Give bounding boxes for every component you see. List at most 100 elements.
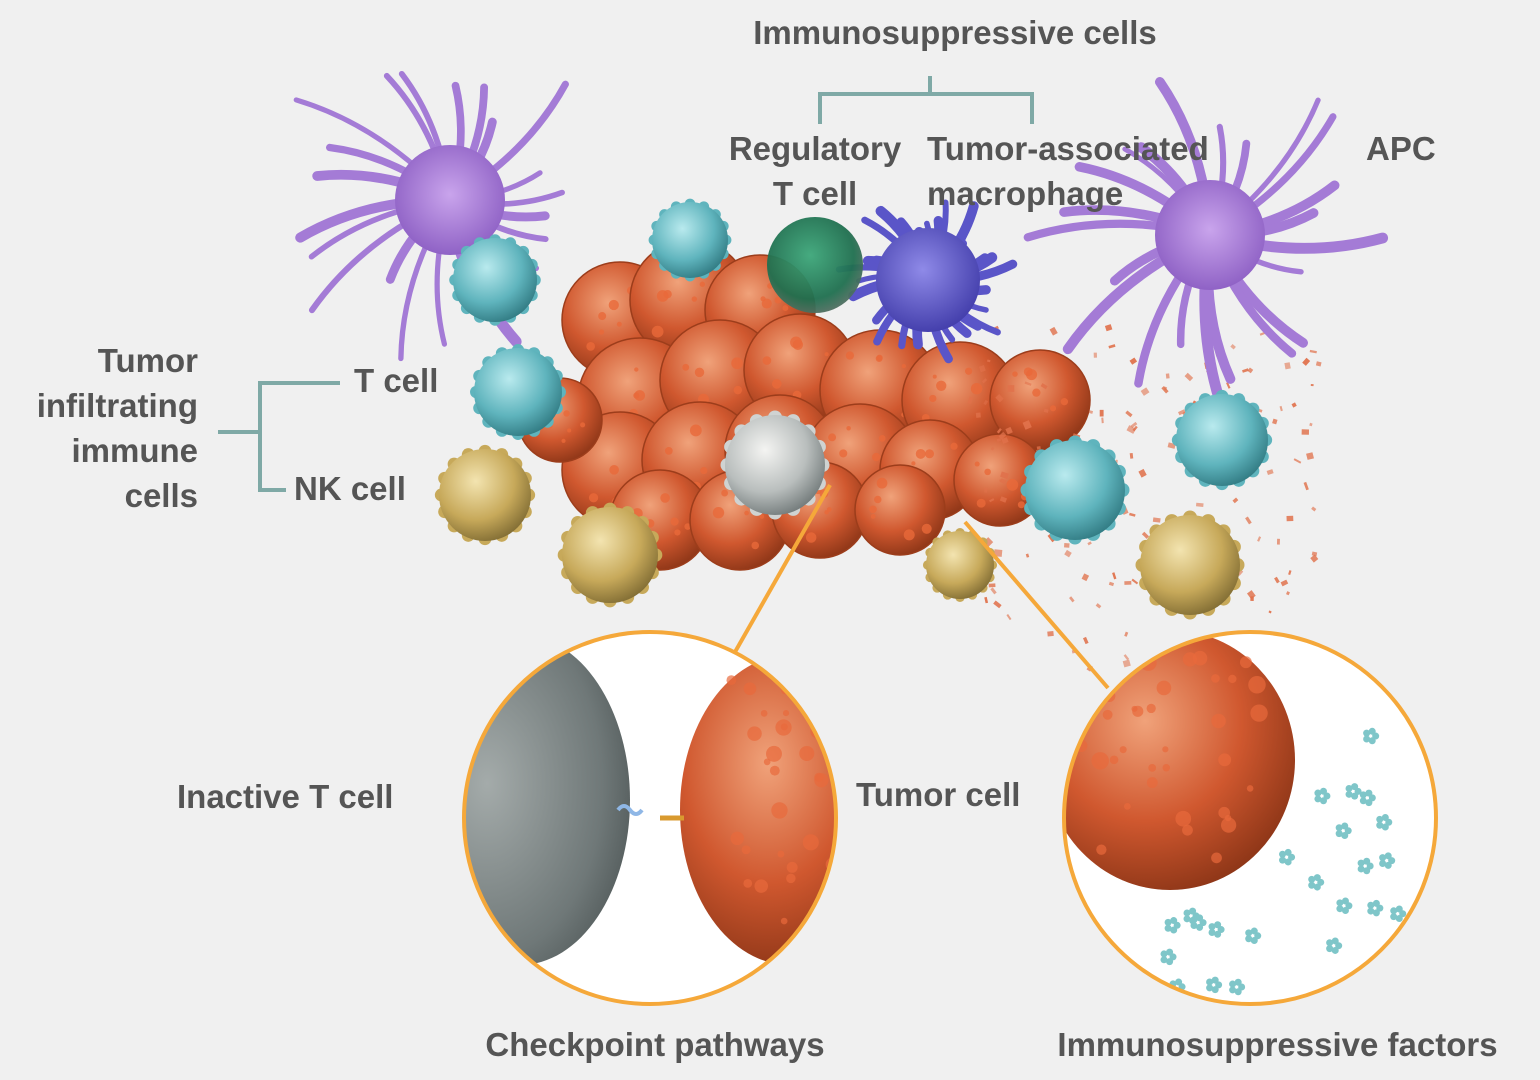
tumor-texture-spot	[904, 529, 915, 540]
tumor-texture-spot	[806, 532, 817, 543]
debris-particle	[1129, 513, 1135, 517]
tumor-texture-spot	[902, 364, 906, 368]
debris-particle	[1292, 402, 1297, 407]
debris-particle	[1286, 516, 1293, 522]
factor-subunit	[1365, 790, 1372, 797]
debris-particle	[1286, 591, 1290, 595]
tumor-texture-spot	[692, 296, 697, 301]
tumor-texture-spot	[561, 439, 565, 443]
debris-particle	[984, 597, 988, 603]
debris-particle	[1309, 423, 1312, 426]
factor-subunit	[1341, 822, 1348, 829]
debris-particle	[976, 412, 981, 417]
factor-subunit	[1212, 977, 1219, 984]
tumor-texture-spot	[734, 386, 742, 394]
cell-body	[453, 238, 537, 322]
debris-particle	[1037, 446, 1041, 450]
tumor-texture-spot	[731, 357, 743, 369]
tumor-texture-spot	[1193, 651, 1208, 666]
tumor-texture-spot	[971, 383, 982, 394]
tumor-texture-spot	[744, 682, 757, 695]
tumor-texture-spot	[665, 447, 673, 455]
debris-particle	[1306, 452, 1314, 460]
tumor-texture-spot	[713, 507, 724, 518]
debris-particle	[1311, 506, 1316, 511]
tumor-texture-spot	[831, 686, 841, 696]
debris-particle	[984, 488, 987, 493]
nk-cell	[1136, 511, 1245, 620]
tumor-texture-spot	[770, 766, 780, 776]
tumor-texture-spot	[876, 355, 883, 362]
factor-subunit	[1342, 898, 1349, 905]
immunosuppressive-factors-label: Immunosuppressive factors	[1020, 1022, 1535, 1067]
tumor-texture-spot	[950, 443, 957, 450]
debris-particle	[1185, 373, 1194, 382]
tumor-texture-spot	[781, 918, 788, 925]
debris-particle	[1312, 552, 1317, 557]
nk-cell	[558, 503, 663, 608]
debris-particle	[1316, 361, 1322, 366]
debris-particle	[1310, 350, 1317, 354]
t-cell	[1172, 390, 1272, 490]
debris-particle	[1101, 418, 1103, 424]
tumor-texture-spot	[1218, 753, 1231, 766]
debris-particle	[1124, 581, 1131, 585]
immunosuppressive-factors-inset	[1045, 630, 1436, 1004]
debris-particle	[1272, 419, 1277, 425]
tumor-texture-spot	[1132, 706, 1143, 717]
factor-subunit	[1170, 917, 1177, 924]
factor-subunit	[1382, 814, 1389, 821]
tumor-texture-spot	[853, 890, 864, 901]
tumor-texture-spot	[1162, 746, 1168, 752]
tumor-texture-spot	[700, 467, 707, 474]
tumor-texture-spot	[766, 746, 782, 762]
factor-subunit	[1385, 852, 1392, 859]
debris-particle	[1230, 344, 1236, 349]
tumor-texture-spot	[831, 911, 839, 919]
tumor-texture-spot	[761, 710, 768, 717]
debris-particle	[989, 583, 996, 587]
debris-particle	[1008, 385, 1015, 392]
tumor-texture-spot	[777, 851, 784, 858]
tumor-texture-spot	[1247, 785, 1254, 792]
cell-body	[1176, 394, 1268, 486]
factor-subunit	[1314, 874, 1321, 881]
tumor-texture-spot	[1012, 371, 1017, 376]
debris-particle	[1138, 469, 1146, 478]
debris-particle	[1281, 580, 1289, 587]
debris-particle	[1302, 358, 1310, 366]
tumor-texture-spot	[1250, 704, 1267, 721]
tumor-texture-spot	[799, 746, 814, 761]
tumor-texture-spot	[1120, 746, 1127, 753]
tumor-infiltrating-label-line3: immune	[0, 428, 198, 473]
tumor-texture-spot	[879, 435, 886, 442]
tumor-texture-spot	[803, 834, 819, 850]
tumor-infiltrating-label-line4: cells	[0, 473, 198, 518]
tumor-texture-spot	[869, 505, 877, 513]
tumor-texture-spot	[670, 518, 678, 526]
tumor-texture-spot	[1248, 676, 1266, 694]
tumor-texture-spot	[848, 719, 855, 726]
tumor-texture-spot	[1218, 807, 1230, 819]
debris-particle	[1124, 632, 1128, 637]
tumor-texture-spot	[1018, 501, 1025, 508]
tumor-texture-spot	[663, 290, 671, 298]
debris-particle	[1096, 603, 1102, 608]
tumor-texture-spot	[815, 716, 821, 722]
tumor-texture-spot	[1110, 755, 1119, 764]
tumor-texture-spot	[747, 726, 762, 741]
factor-subunit	[1166, 949, 1173, 956]
tumor-texture-spot	[842, 845, 849, 852]
tumor-associated-macrophage-label-line1: Tumor-associated	[927, 126, 1209, 171]
tumor-texture-spot	[793, 340, 803, 350]
tumor-texture-spot	[617, 322, 622, 327]
tumor-texture-spot	[743, 879, 752, 888]
tumor-texture-spot	[580, 422, 585, 427]
tumor-texture-spot	[809, 932, 819, 942]
t-cell	[1021, 436, 1130, 545]
regulatory-t-cell-label-line1: Regulatory	[690, 126, 940, 171]
tumor-texture-spot	[1147, 777, 1158, 788]
debris-particle	[1064, 550, 1072, 557]
tumor-texture-spot	[839, 449, 847, 457]
